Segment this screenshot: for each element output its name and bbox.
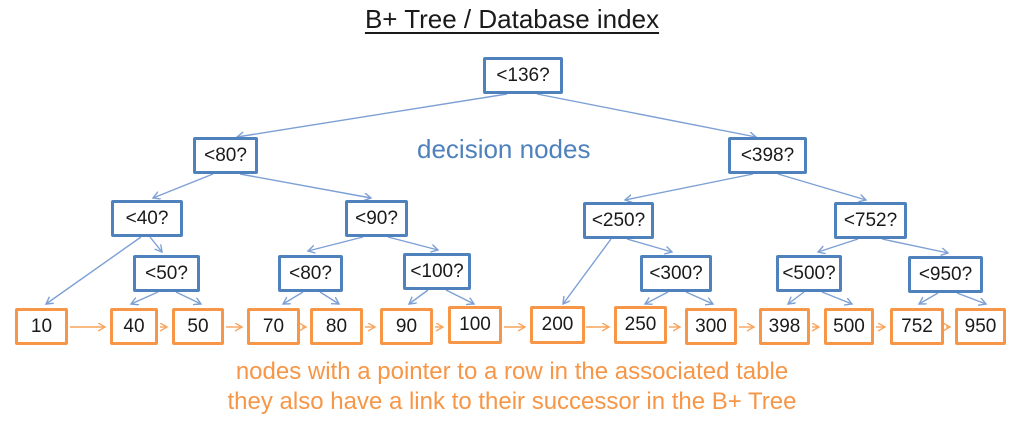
decision-node-100: <100? [403,253,471,290]
edge-398-752 [777,173,866,200]
leaf-note-line1: nodes with a pointer to a row in the ass… [235,358,789,385]
edge-100-leaf100 [445,289,474,304]
leaf-node-70: 70 [247,308,300,345]
decision-node-80: <80? [193,137,258,174]
leaf-node-80: 80 [310,308,363,345]
edge-250-300 [626,238,672,252]
edge-752-500 [818,238,859,252]
decision-node-90: <90? [345,200,408,237]
edge-500-leaf398 [788,291,805,304]
edge-300-leaf250 [645,291,669,304]
decision-node-40: <40? [111,200,183,237]
leaf-node-752: 752 [890,308,944,345]
leaf-note-line2: they also have a link to their successor… [227,388,797,415]
leaf-node-50: 50 [172,308,224,345]
edge-80b-leaf70 [283,291,304,304]
edge-80-90 [239,173,371,198]
leaf-node-950: 950 [955,308,1006,345]
edge-136-80 [237,93,508,137]
edge-500-leaf500 [821,291,852,304]
leaf-node-10: 10 [15,308,68,345]
decision-node-300: <300? [640,255,712,292]
leaf-node-200: 200 [530,306,585,344]
edge-80-40 [153,173,214,198]
edge-40-50 [149,236,162,252]
decision-edges [46,93,986,304]
edge-50-leaf40 [131,291,159,304]
decision-nodes-caption: decision nodes [417,134,591,164]
decision-node-950: <950? [908,256,983,293]
edge-90-80b [308,236,364,251]
leaf-node-40: 40 [110,308,158,345]
edge-100-leaf90 [409,289,429,304]
leaf-node-300: 300 [685,308,737,345]
edge-398-250 [625,173,754,200]
edge-136-398 [536,93,756,137]
edge-300-leaf300 [685,291,713,304]
edge-90-100 [387,236,438,250]
edge-950-leaf950 [956,292,986,304]
edge-950-leaf752 [919,292,939,304]
edge-50-leaf50 [175,291,201,304]
decision-node-136: <136? [483,57,563,94]
leaf-node-500: 500 [824,308,874,345]
decision-node-500: <500? [776,255,842,292]
edge-80b-leaf80 [319,291,339,304]
edge-752-950 [881,238,948,253]
decision-node-398: <398? [728,137,807,174]
decision-node-250: <250? [583,202,654,239]
decision-node-752: <752? [834,202,907,239]
decision-node-80-level4: <80? [278,255,343,292]
leaf-node-100: 100 [448,306,502,344]
leaf-node-398: 398 [759,308,810,345]
leaf-node-90: 90 [380,308,433,345]
decision-node-50: <50? [133,255,200,292]
page-title: B+ Tree / Database index [364,4,660,34]
leaf-node-250: 250 [614,306,667,344]
edge-250-leaf200 [563,238,612,304]
edge-40-leaf10 [46,236,142,304]
